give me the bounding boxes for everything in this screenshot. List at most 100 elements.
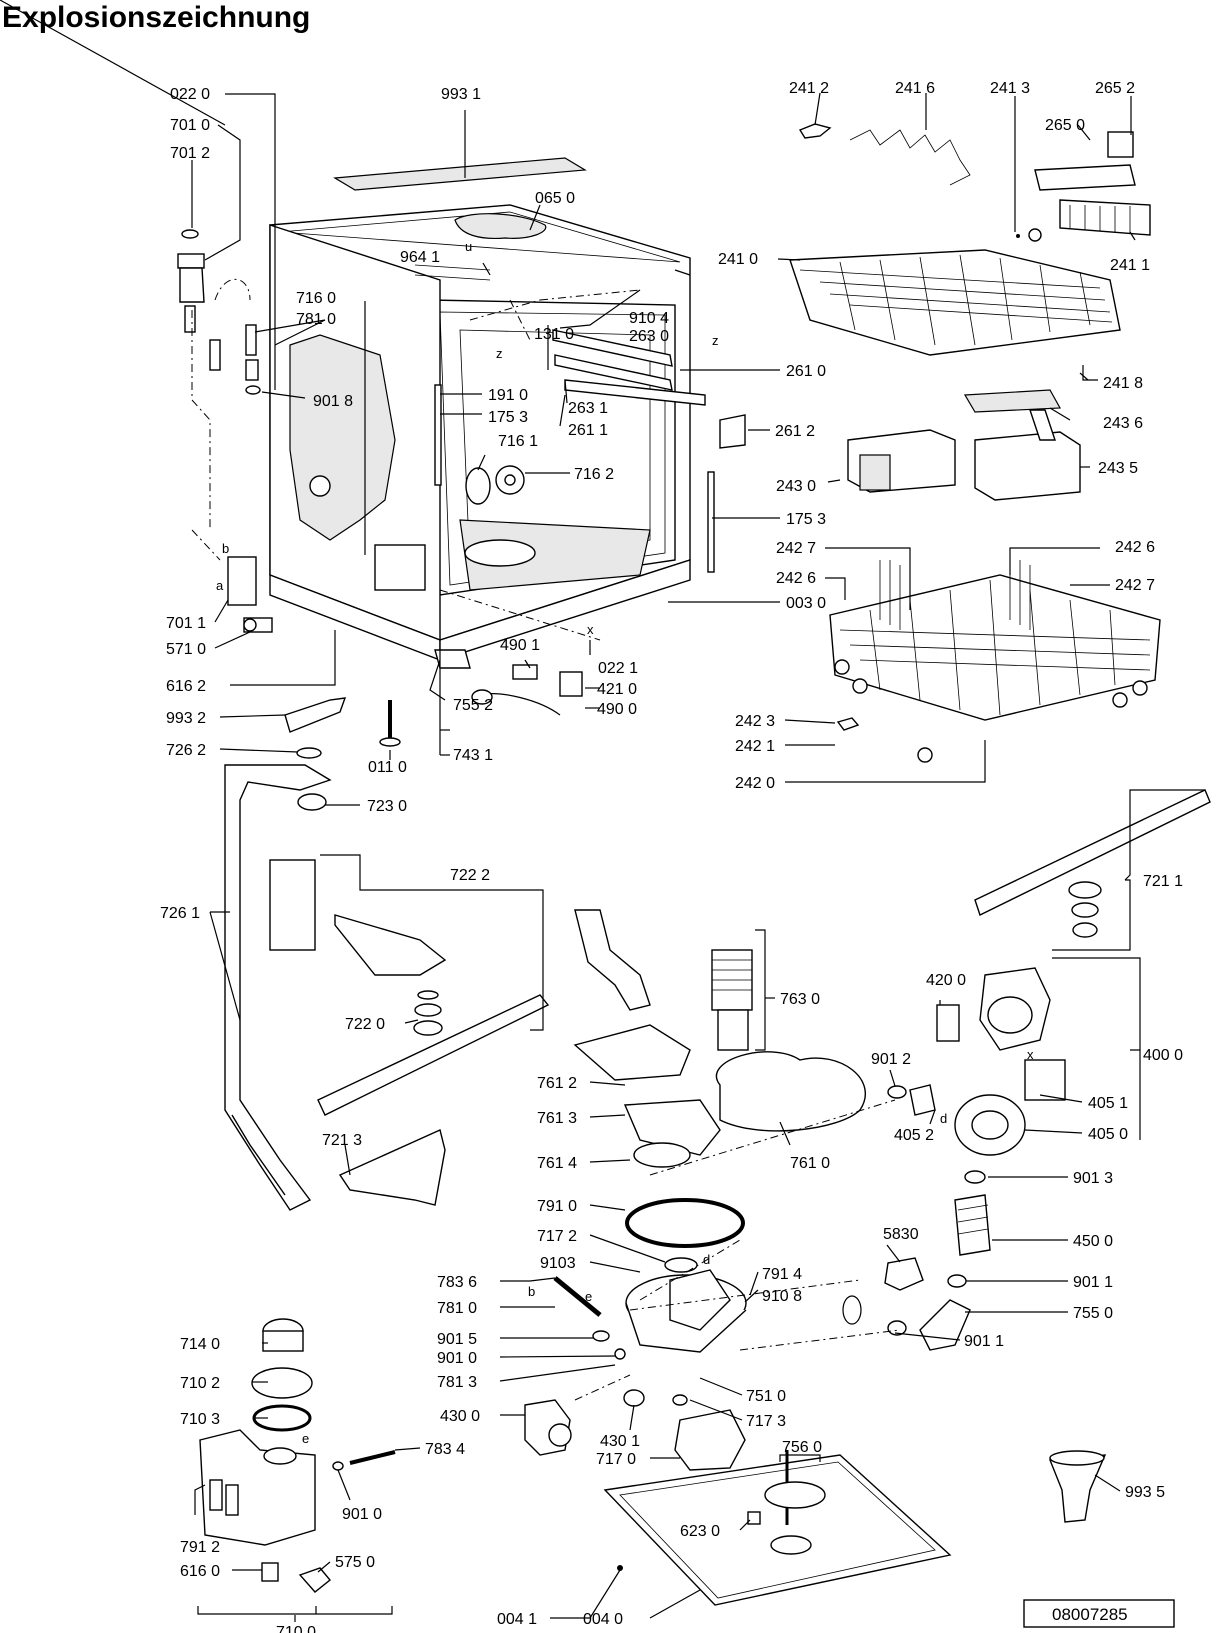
label-717-0: 717 0 (596, 1451, 636, 1468)
label-003-0: 003 0 (786, 595, 826, 612)
label-726-1: 726 1 (160, 905, 200, 922)
label-263-1: 263 1 (568, 400, 608, 417)
svg-text:d: d (940, 1111, 947, 1126)
label-242-6-b: 242 6 (776, 570, 816, 587)
label-722-2: 722 2 (450, 867, 490, 884)
label-243-0: 243 0 (776, 478, 816, 495)
label-242-0: 242 0 (735, 775, 775, 792)
label-755-0: 755 0 (1073, 1305, 1113, 1322)
svg-text:b: b (222, 541, 229, 556)
svg-text:d: d (703, 1252, 710, 1267)
label-265-2: 265 2 (1095, 80, 1135, 97)
label-743-1: 743 1 (453, 747, 493, 764)
label-717-2: 717 2 (537, 1228, 577, 1245)
svg-text:e: e (302, 1431, 309, 1446)
label-131-0: 131 0 (534, 326, 574, 343)
svg-text:u: u (465, 239, 472, 254)
label-420-0: 420 0 (926, 972, 966, 989)
label-430-0: 430 0 (440, 1408, 480, 1425)
page-title: Explosionszeichnung (2, 1, 311, 34)
label-450-0: 450 0 (1073, 1233, 1113, 1250)
label-701-0: 701 0 (170, 117, 210, 134)
connection-markers: z z x x b b d d e e a u (216, 239, 1034, 1446)
label-405-2: 405 2 (894, 1127, 934, 1144)
svg-text:e: e (585, 1289, 592, 1304)
label-901-2: 901 2 (871, 1051, 911, 1068)
part-number-labels: 022 0 993 1 241 2 241 6 241 3 265 2 265 … (160, 80, 1183, 1633)
label-616-2: 616 2 (166, 678, 206, 695)
label-716-0: 716 0 (296, 290, 336, 307)
label-243-6: 243 6 (1103, 415, 1143, 432)
label-265-0: 265 0 (1045, 117, 1085, 134)
label-242-1: 242 1 (735, 738, 775, 755)
svg-text:a: a (216, 578, 224, 593)
label-241-8: 241 8 (1103, 375, 1143, 392)
label-901-5: 901 5 (437, 1331, 477, 1348)
label-9103: 9103 (540, 1255, 576, 1272)
label-430-1: 430 1 (600, 1433, 640, 1450)
label-791-4: 791 4 (762, 1266, 802, 1283)
label-571-0: 571 0 (166, 641, 206, 658)
label-701-1: 701 1 (166, 615, 206, 632)
label-781-0-a: 781 0 (296, 311, 336, 328)
label-722-0: 722 0 (345, 1016, 385, 1033)
label-175-3-a: 175 3 (488, 409, 528, 426)
label-022-0: 022 0 (170, 86, 210, 103)
label-993-5: 993 5 (1125, 1484, 1165, 1501)
label-242-7-b: 242 7 (1115, 577, 1155, 594)
label-261-0: 261 0 (786, 363, 826, 380)
svg-text:z: z (712, 333, 719, 348)
document-number-box: 08007285 (1023, 1599, 1175, 1628)
label-004-0: 004 0 (583, 1611, 623, 1628)
label-791-0: 791 0 (537, 1198, 577, 1215)
label-701-2: 701 2 (170, 145, 210, 162)
label-721-3: 721 3 (322, 1132, 362, 1149)
label-022-1: 022 1 (598, 660, 638, 677)
label-5830: 5830 (883, 1226, 919, 1243)
label-761-4: 761 4 (537, 1155, 577, 1172)
label-004-1: 004 1 (497, 1611, 537, 1628)
label-616-0: 616 0 (180, 1563, 220, 1580)
label-191-0: 191 0 (488, 387, 528, 404)
label-490-1: 490 1 (500, 637, 540, 654)
label-751-0: 751 0 (746, 1388, 786, 1405)
label-241-0: 241 0 (718, 251, 758, 268)
water-softener (197, 1318, 396, 1615)
label-242-3: 242 3 (735, 713, 775, 730)
label-011-0: 011 0 (368, 759, 407, 776)
base-tray (284, 649, 1107, 1606)
label-242-7-a: 242 7 (776, 540, 816, 557)
label-710-0: 710 0 (276, 1624, 316, 1633)
label-261-1: 261 1 (568, 422, 608, 439)
label-901-8: 901 8 (313, 393, 353, 410)
label-726-2: 726 2 (166, 742, 206, 759)
label-761-0: 761 0 (790, 1155, 830, 1172)
label-901-0-b: 901 0 (342, 1506, 382, 1523)
label-910-4: 910 4 (629, 310, 669, 327)
label-405-0: 405 0 (1088, 1126, 1128, 1143)
label-714-0: 714 0 (180, 1336, 220, 1353)
label-710-3: 710 3 (180, 1411, 220, 1428)
label-964-1: 964 1 (400, 249, 440, 266)
label-901-1-b: 901 1 (964, 1333, 1004, 1350)
label-241-2: 241 2 (789, 80, 829, 97)
label-243-5: 243 5 (1098, 460, 1138, 477)
label-717-3: 717 3 (746, 1413, 786, 1430)
svg-text:b: b (528, 1284, 535, 1299)
label-421-0: 421 0 (597, 681, 637, 698)
lower-basket (829, 560, 1161, 763)
label-783-4: 783 4 (425, 1441, 465, 1458)
label-783-6: 783 6 (437, 1274, 477, 1291)
label-763-0: 763 0 (780, 991, 820, 1008)
label-241-3: 241 3 (990, 80, 1030, 97)
label-716-2: 716 2 (574, 466, 614, 483)
label-781-3: 781 3 (437, 1374, 477, 1391)
label-756-0: 756 0 (782, 1439, 822, 1456)
label-241-6: 241 6 (895, 80, 935, 97)
label-781-0-b: 781 0 (437, 1300, 477, 1317)
label-065-0: 065 0 (535, 190, 575, 207)
label-761-2: 761 2 (537, 1075, 577, 1092)
svg-text:x: x (1027, 1047, 1034, 1062)
label-901-1-a: 901 1 (1073, 1274, 1113, 1291)
